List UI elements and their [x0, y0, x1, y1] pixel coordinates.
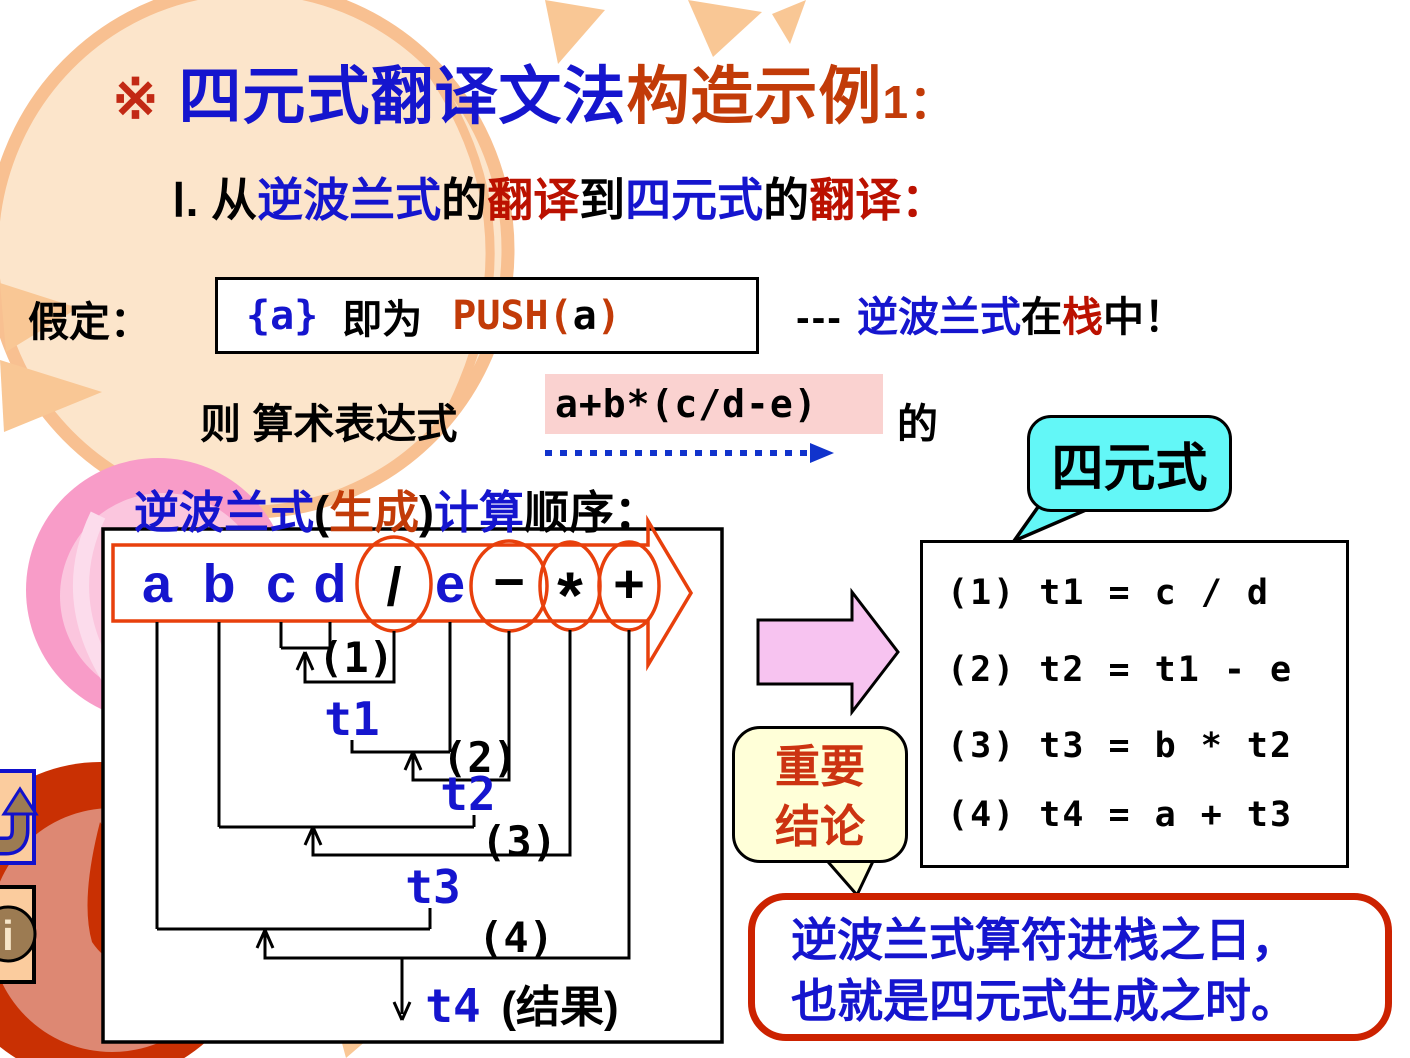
step1-label: (1)	[318, 633, 394, 682]
step3-label: (3)	[481, 817, 557, 866]
order-paren: )	[419, 487, 435, 538]
order-calc: 计算	[434, 487, 525, 538]
nav-return-button[interactable]	[0, 769, 39, 865]
note-rpn: 逆波兰式	[856, 294, 1021, 340]
nav-info-button[interactable]: i	[0, 885, 37, 984]
push-open: PUSH(	[452, 292, 573, 339]
subtitle-segment: 翻译：	[809, 174, 948, 226]
rpn-banner-arrow	[111, 514, 694, 672]
subtitle: Ⅰ. 从逆波兰式的翻译到四元式的翻译：	[172, 164, 947, 230]
order-generate: 生成	[329, 487, 420, 538]
quadruple-box: (1) t1 = c / d (2) t2 = t1 - e (3) t3 = …	[920, 540, 1349, 868]
step2-temp: t2	[440, 767, 495, 821]
important-line2: 结论	[774, 801, 865, 852]
token-minus: −	[493, 552, 525, 612]
stack-note: --- 逆波兰式在栈中！	[796, 283, 1185, 343]
token-d: d	[314, 554, 347, 614]
svg-text:i: i	[2, 912, 14, 959]
assume-middle: 即为	[342, 297, 423, 342]
subtitle-segment: 的	[441, 174, 488, 226]
order-order: 顺序：	[524, 487, 660, 538]
rpn-tokens: a b c d / e − * +	[142, 552, 645, 632]
order-rpn: 逆波兰式	[134, 487, 315, 538]
step4-label: (4)	[478, 913, 554, 962]
subtitle-segment: 到	[579, 174, 626, 226]
step-labels: (1) t1 (2) t2 (3) t3 (4) t4 (结果)	[318, 633, 619, 1033]
subtitle-segment: Ⅰ. 从	[172, 174, 258, 226]
expression-tail: 的	[897, 401, 938, 447]
push-close: )	[596, 292, 621, 339]
title-number: 1：	[882, 76, 957, 128]
subtitle-segment: 四元式	[625, 174, 764, 226]
quad-row: (1) t1 = c / d	[947, 573, 1271, 613]
brace-a: {a}	[246, 292, 319, 339]
step4-result: (结果)	[501, 983, 618, 1032]
info-icon: i	[0, 905, 37, 963]
order-paren: (	[314, 487, 330, 538]
expression-lead: 则 算术表达式	[200, 401, 458, 447]
push-arg: a	[572, 292, 597, 339]
expression-value: a+b*(c/d-e)	[555, 382, 818, 426]
dotted-arrow-icon	[545, 443, 834, 463]
return-arrow-icon	[0, 786, 39, 856]
step3-temp: t3	[405, 860, 460, 914]
subtitle-segment: 翻译	[487, 174, 580, 226]
connector-lines	[155, 622, 631, 1021]
token-multiply: *	[557, 558, 583, 632]
conclusion-box: 逆波兰式算符进栈之日， 也就是四元式生成之时。	[748, 893, 1392, 1041]
token-plus: +	[613, 554, 645, 614]
quad-row: (4) t4 = a + t3	[947, 795, 1294, 835]
important-callout-bubble: 重要 结论	[732, 726, 908, 863]
order-caption: 逆波兰式(生成)计算顺序：	[134, 476, 659, 541]
quad-row: (3) t3 = b * t2	[947, 726, 1294, 766]
step1-temp: t1	[324, 692, 379, 746]
quad-callout-bubble: 四元式	[1027, 415, 1232, 512]
computation-order-diagram: a b c d / e − * + (	[101, 514, 724, 1044]
push-definition-box: {a} 即为 PUSH(a)	[215, 277, 759, 354]
note-dashes: ---	[796, 294, 843, 340]
token-c: c	[266, 554, 296, 614]
operator-circles	[355, 535, 661, 633]
block-arrow-right-icon	[756, 587, 900, 717]
title-main: 四元式翻译文法	[178, 62, 627, 132]
title-highlight: 构造示例	[626, 62, 883, 132]
token-a: a	[142, 554, 173, 614]
token-b: b	[203, 554, 236, 614]
subtitle-segment: 的	[763, 174, 810, 226]
note-at: 在	[1020, 294, 1062, 340]
conclusion-line2: 也就是四元式生成之时。	[791, 975, 1297, 1027]
expression-highlight: a+b*(c/d-e)	[545, 374, 883, 434]
quad-row: (2) t2 = t1 - e	[947, 650, 1294, 690]
assume-label: 假定：	[28, 299, 151, 345]
important-line1: 重要	[774, 741, 865, 792]
token-divide: /	[386, 557, 401, 617]
note-end: 中！	[1102, 294, 1185, 340]
conclusion-line1: 逆波兰式算符进栈之日，	[791, 914, 1297, 966]
title-marker: ※	[112, 67, 160, 130]
step2-label: (2)	[442, 733, 518, 782]
note-stack: 栈	[1061, 294, 1103, 340]
page-title: ※ 四元式翻译文法构造示例1：	[112, 46, 956, 137]
token-e: e	[435, 554, 465, 614]
subtitle-segment: 逆波兰式	[257, 174, 442, 226]
step4-temp: t4	[425, 979, 480, 1033]
